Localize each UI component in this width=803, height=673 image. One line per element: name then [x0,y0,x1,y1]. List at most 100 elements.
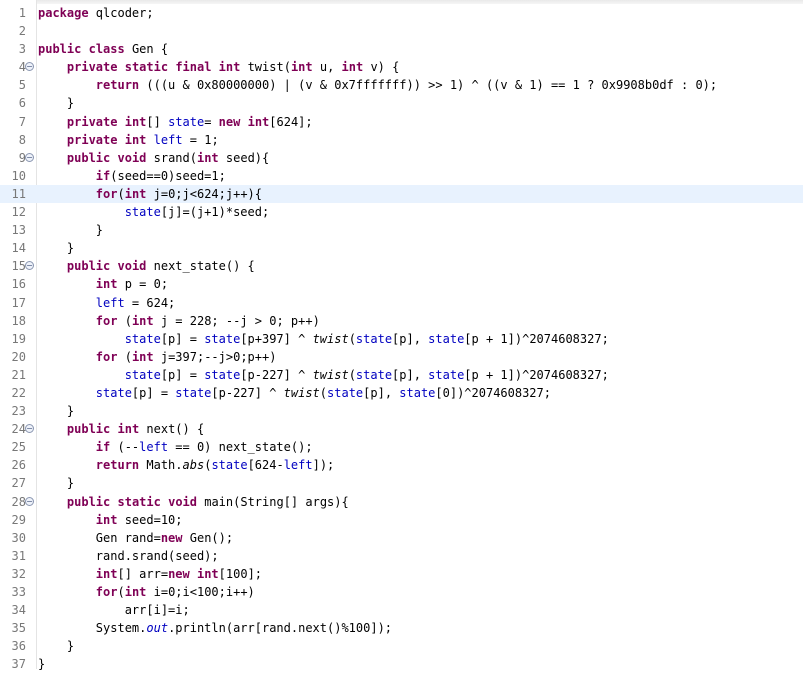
code-token [38,169,96,183]
code-token [38,259,67,273]
line-number: 22 [11,385,26,400]
keyword-token: int [124,114,147,129]
code-token [117,60,124,74]
keyword-token: return [95,458,140,473]
code-line[interactable]: 20 for (int j=397;--j>0;p++) [0,348,803,366]
code-token: } [38,96,75,111]
fold-collapse-icon[interactable]: − [25,152,34,162]
code-line[interactable]: 4− private static final int twist(int u,… [0,58,803,76]
code-line[interactable]: 33 for(int i=0;i<100;i++) [0,583,803,601]
line-number: 14 [11,241,26,256]
code-token: [624- [247,458,284,473]
code-token [161,495,168,509]
code-line[interactable]: 27 } [0,474,803,492]
line-number: 29 [11,512,26,527]
code-line[interactable]: 19 state[p] = state[p+397] ^ twist(state… [0,330,803,348]
code-token: Gen(); [182,530,234,545]
keyword-token: private [66,132,118,147]
keyword-token: private [66,114,118,129]
code-token: next_state() { [146,259,255,274]
code-line[interactable]: 23 } [0,402,803,420]
code-token [38,314,96,328]
code-token: [] [146,114,169,129]
code-line[interactable]: 5 return (((u & 0x80000000) | (v & 0x7ff… [0,76,803,94]
code-line[interactable]: 28− public static void main(String[] arg… [0,493,803,511]
code-token: j = 228; --j > 0; p++) [153,313,320,328]
code-token [146,133,153,147]
code-line[interactable]: 30 Gen rand=new Gen(); [0,529,803,547]
code-line[interactable]: 24− public int next() { [0,420,803,438]
fold-collapse-icon[interactable]: − [25,261,34,271]
code-line[interactable]: 22 state[p] = state[p-227] ^ twist(state… [0,384,803,402]
code-line-current[interactable]: 11 for(int j=0;j<624;j++){ [0,184,803,204]
code-line[interactable]: 21 state[p] = state[p-227] ^ twist(state… [0,366,803,384]
fold-collapse-icon[interactable]: − [25,496,34,506]
code-line[interactable]: 7 private int[] state= new int[624]; [0,113,803,131]
code-line[interactable]: 16 int p = 0; [0,275,803,293]
code-token [81,42,88,56]
line-number: 18 [11,313,26,328]
code-token: ( [117,186,125,201]
code-line[interactable]: 35 System.out.println(arr[rand.next()%10… [0,619,803,637]
code-line[interactable]: 9− public void srand(int seed){ [0,149,803,167]
field-token: state [428,331,465,346]
static-method-token: twist [312,367,349,382]
code-line[interactable]: 17 left = 624; [0,294,803,312]
field-token: left [153,132,183,147]
fold-collapse-icon[interactable]: − [25,424,34,434]
keyword-token: int [117,422,140,437]
field-token: state [168,114,205,129]
editor-top-border [0,0,803,4]
fold-collapse-icon[interactable]: − [25,62,34,72]
keyword-token: int [196,150,219,165]
code-line[interactable]: 26 return Math.abs(state[624-left]); [0,456,803,474]
code-text: private int[] state= new int[624]; [38,113,313,131]
code-token [38,187,96,201]
code-line[interactable]: 37} [0,655,803,673]
code-token: ( [117,313,132,328]
code-token: qlcoder; [88,6,154,20]
code-line[interactable]: 12 state[j]=(j+1)*seed; [0,203,803,221]
code-line[interactable]: 15− public void next_state() { [0,257,803,275]
keyword-token: void [117,259,147,274]
code-text: state[j]=(j+1)*seed; [38,203,270,221]
field-token: left [95,295,125,310]
code-token [38,115,67,129]
code-line[interactable]: 14 } [0,239,803,257]
code-token: [p + 1])^2074608327; [464,367,609,382]
code-text: package qlcoder; [38,4,154,22]
code-token: p = 0; [117,277,169,292]
code-line[interactable]: 6 } [0,94,803,112]
code-line[interactable]: 25 if (--left == 0) next_state(); [0,438,803,456]
static-method-token: twist [283,385,320,400]
code-line[interactable]: 8 private int left = 1; [0,131,803,149]
code-token [110,259,117,273]
code-line[interactable]: 10 if(seed==0)seed=1; [0,167,803,185]
code-line[interactable]: 36 } [0,637,803,655]
code-token [38,332,125,346]
code-line[interactable]: 29 int seed=10; [0,511,803,529]
keyword-token: for [95,313,118,328]
line-number: 15 [11,259,26,274]
code-line[interactable]: 13 } [0,221,803,239]
line-number: 28 [11,494,26,509]
code-token [38,296,96,310]
line-number: 5 [18,78,26,93]
keyword-token: final [175,60,212,75]
code-token: ( [204,458,212,473]
code-line[interactable]: 31 rand.srand(seed); [0,547,803,565]
code-token: [p+397] ^ [240,331,313,346]
line-number: 36 [11,639,26,654]
keyword-token: void [168,494,197,509]
code-line[interactable]: 2 [0,22,803,40]
field-token: state [428,367,465,382]
code-line[interactable]: 32 int[] arr=new int[100]; [0,565,803,583]
code-line[interactable]: 34 arr[i]=i; [0,601,803,619]
field-token: state [355,367,393,382]
code-line[interactable]: 18 for (int j = 228; --j > 0; p++) [0,312,803,330]
keyword-token: static [117,494,161,509]
